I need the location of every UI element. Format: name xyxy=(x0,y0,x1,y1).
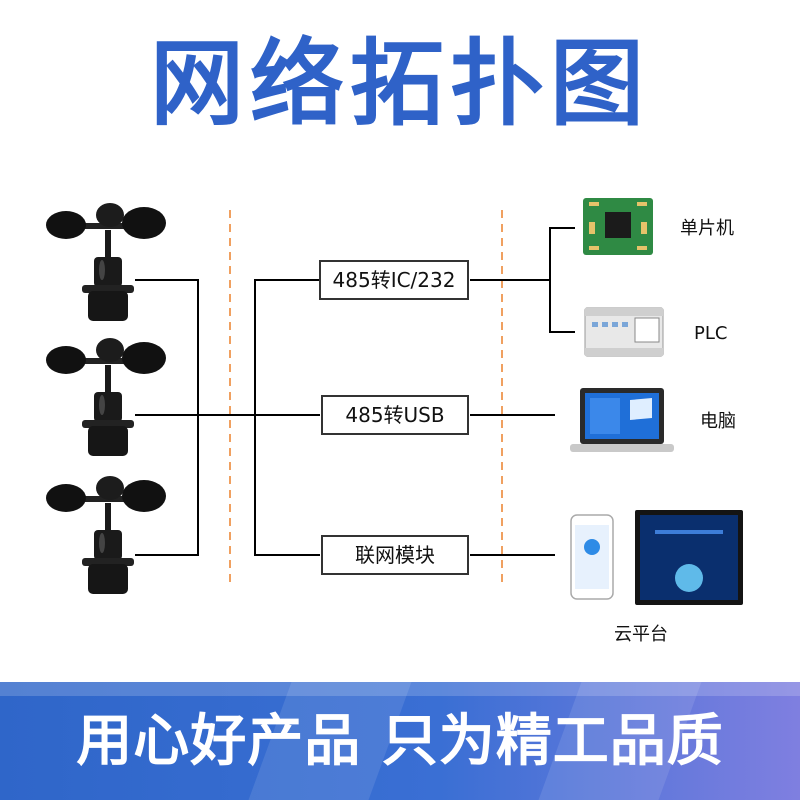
cloud-platform-screen-icon xyxy=(635,510,743,605)
laptop-icon xyxy=(570,388,674,452)
bottom-banner xyxy=(0,682,800,800)
microcontroller-board-icon xyxy=(583,198,653,255)
anemometer-3 xyxy=(46,476,166,594)
converter-label-3: 联网模块 xyxy=(355,543,435,567)
converter-box-3: 联网模块 xyxy=(321,535,469,575)
converter-label-1: 485转IC/232 xyxy=(333,268,456,292)
anemometer-2 xyxy=(46,338,166,456)
smartphone-icon xyxy=(570,514,614,600)
plc-icon xyxy=(584,307,664,357)
converter-box-2: 485转USB xyxy=(321,395,469,435)
converter-box-1: 485转IC/232 xyxy=(319,260,469,300)
topology-diagram: 485转IC/232 485转USB 联网模块 xyxy=(46,198,743,645)
slogan-text: 用心好产品 只为精工品质 xyxy=(76,709,724,774)
device-label-pc: 电脑 xyxy=(700,411,736,432)
device-label-cloud: 云平台 xyxy=(614,624,668,645)
page-title: 网络拓扑图 xyxy=(149,30,650,139)
sensor-bus-lines xyxy=(135,279,320,556)
converter-label-2: 485转USB xyxy=(345,403,444,427)
device-label-plc: PLC xyxy=(694,323,727,344)
device-label-mcu: 单片机 xyxy=(680,218,734,239)
banner-top-bar xyxy=(0,682,800,696)
anemometer-1 xyxy=(46,203,166,321)
device-lines xyxy=(470,227,575,556)
